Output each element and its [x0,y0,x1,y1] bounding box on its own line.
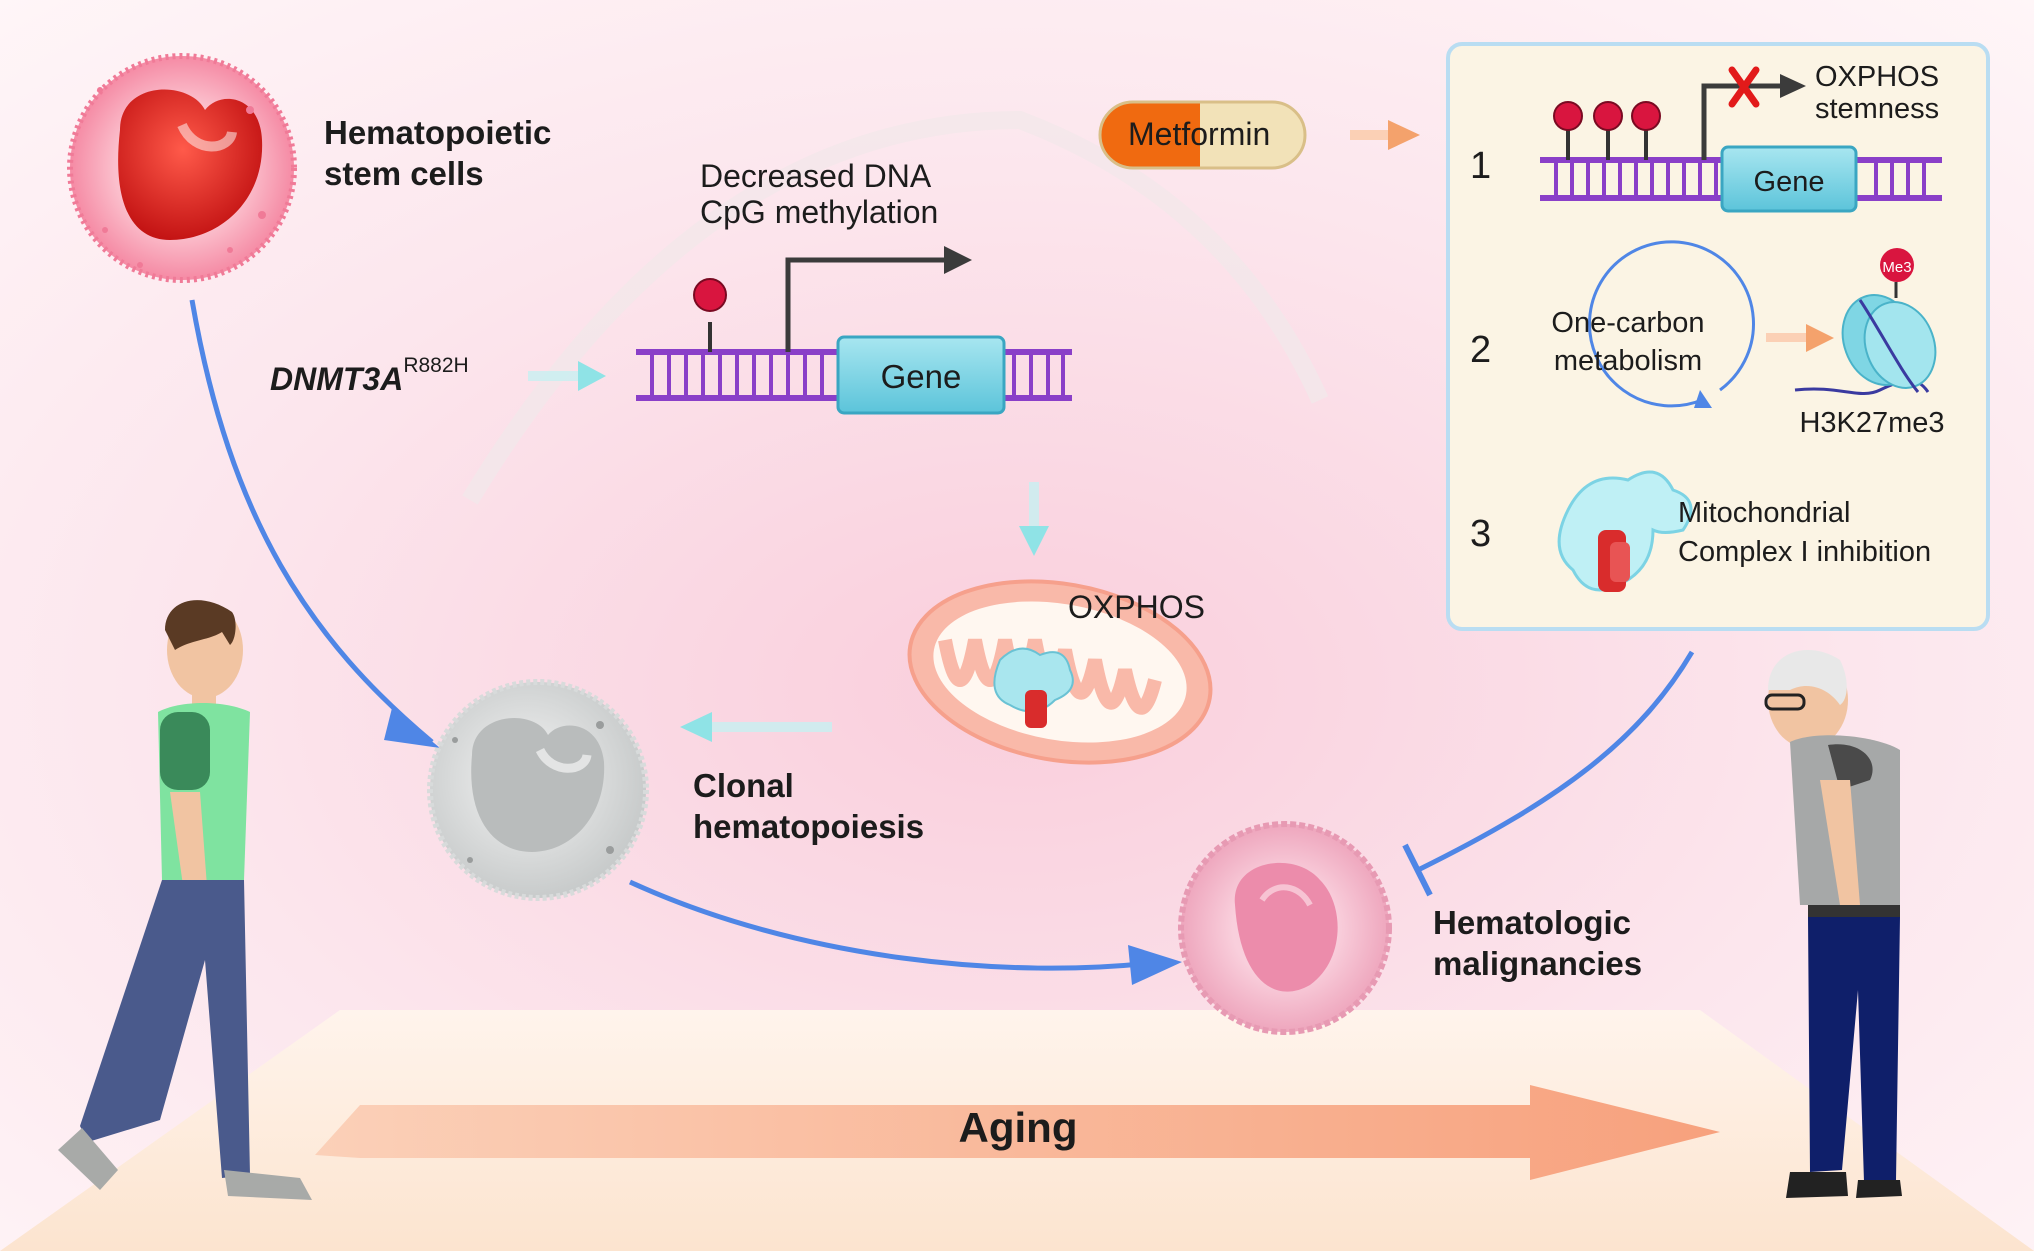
inhibition-bar [1402,843,1433,897]
metformin-label: Metformin [1128,116,1270,152]
clonal-cell-icon [427,679,649,901]
hematopoietic-stem-cell-icon [67,53,297,283]
flow-arrow-clonal-to-malig [628,879,1161,971]
decreased-label-line1: Decreased DNA [700,158,932,194]
arrow-gene-to-mito [1019,482,1049,556]
old-man-figure-icon [1764,650,1902,1198]
aging-arrow: Aging [315,1085,1720,1180]
mitochondrion-icon [907,579,1213,765]
hsc-label-line2: stem cells [324,155,484,192]
onecarbon-label-line1: One-carbon [1551,307,1704,339]
malignant-cell-icon [1178,821,1392,1035]
complex-i-icon [1557,470,1693,592]
gene-label-center: Gene [881,358,962,395]
mito-label-line2: Complex I inhibition [1678,536,1931,568]
oxphos-mito-label: OXPHOS [1068,589,1205,625]
dna-gene-center [636,246,1072,415]
mito-label-line1: Mitochondrial [1678,497,1850,529]
aging-label: Aging [959,1104,1078,1151]
arrow-dnmt3a-to-gene [528,361,606,391]
panel-oxphos-label: OXPHOS [1815,61,1939,93]
metformin-capsule [1098,100,1307,170]
dnmt3a-label: DNMT3AR882H [270,354,469,397]
arrow-onecarbon-to-histone [1766,324,1834,352]
panel-dna-gene [1540,66,1942,213]
decreased-label-line2: CpG methylation [700,194,938,230]
malig-label-line2: malignancies [1433,945,1642,982]
malig-label-line1: Hematologic [1433,904,1631,941]
arrow-mito-to-clonal [680,712,832,742]
panel-num-2: 2 [1470,329,1491,371]
arrowhead-clonal [384,708,440,748]
faint-cycle-arrow [462,110,1329,505]
onecarbon-label-line2: metabolism [1554,345,1702,377]
h3k27me3-label: H3K27me3 [1799,407,1944,439]
onecarbon-cycle-icon [1588,240,1755,408]
arrow-metformin-to-panel [1350,120,1420,150]
nucleosome-icon [1794,248,1937,395]
arrowhead-malig [1128,945,1182,985]
me3-label: Me3 [1882,259,1911,276]
panel-gene-label: Gene [1754,166,1825,198]
panel-stemness-label: stemness [1815,93,1939,125]
panel-num-3: 3 [1470,513,1491,555]
hsc-label-line1: Hematopoietic [324,114,551,151]
panel-num-1: 1 [1470,145,1491,187]
clonal-label-line2: hematopoiesis [693,808,924,845]
blocked-x-icon [1728,66,1760,108]
clonal-label-line1: Clonal [693,767,794,804]
flow-arrow-hsc-to-clonal [189,299,434,744]
young-man-figure-icon [58,600,312,1200]
inhibition-arrow [1416,650,1695,873]
